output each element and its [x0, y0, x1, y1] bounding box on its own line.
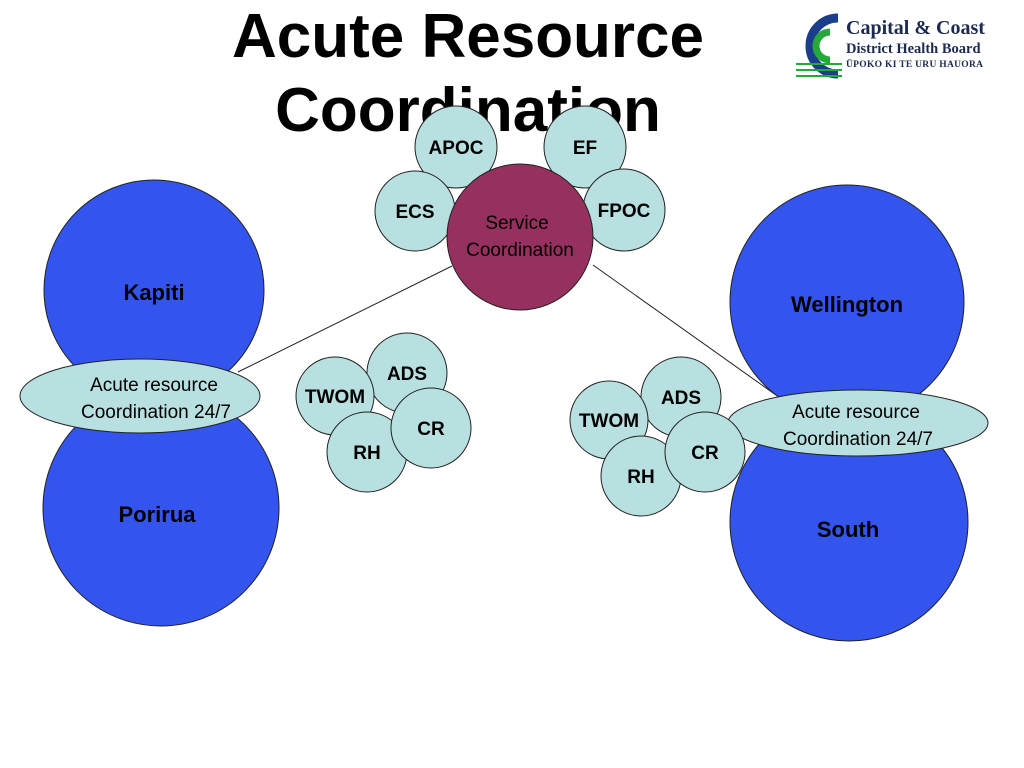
logo-line-3: ŪPOKO KI TE URU HAUORA — [846, 60, 984, 70]
cluster-left-cr: CR — [390, 387, 472, 469]
svg-text:RH: RH — [627, 467, 654, 488]
svg-text:TWOM: TWOM — [579, 411, 639, 432]
center-label-line-1: Service — [485, 213, 548, 234]
service-node-ef: EF — [543, 105, 627, 189]
region-label-porirua: Porirua — [118, 502, 196, 527]
logo-emblem-icon — [796, 13, 842, 79]
service-label-fpoc: FPOC — [598, 201, 651, 222]
service-label-apoc: APOC — [429, 138, 484, 159]
cluster-left-rh: RH — [326, 411, 408, 493]
svg-text:CR: CR — [417, 419, 445, 440]
title-line-1: Acute Resource — [231, 2, 705, 71]
cluster-left: ADS TWOM RH CR — [295, 332, 472, 493]
service-coordination-node: Service Coordination — [446, 163, 594, 311]
region-label-wellington: Wellington — [791, 292, 903, 317]
acute-right-line-2: Coordination 24/7 — [783, 429, 933, 450]
svg-text:TWOM: TWOM — [305, 387, 365, 408]
service-node-ecs: ECS — [374, 170, 456, 252]
region-wellington: Wellington — [729, 184, 965, 420]
acute-left-line-2: Coordination 24/7 — [81, 402, 231, 423]
svg-text:ADS: ADS — [387, 364, 427, 385]
connector-line-left — [237, 265, 453, 373]
logo: Capital & Coast District Health Board ŪP… — [792, 12, 1012, 82]
cluster-right: ADS TWOM RH CR — [569, 356, 746, 517]
acute-coordination-left: Acute resource Coordination 24/7 — [19, 358, 261, 434]
service-label-ecs: ECS — [395, 202, 434, 223]
svg-text:ADS: ADS — [661, 388, 701, 409]
region-label-kapiti: Kapiti — [123, 280, 184, 305]
acute-coordination-right: Acute resource Coordination 24/7 — [727, 389, 989, 457]
logo-line-2: District Health Board — [846, 41, 981, 57]
cluster-right-cr: CR — [664, 411, 746, 493]
connector-line-right — [592, 264, 791, 406]
region-south: South — [729, 402, 969, 642]
center-label-line-2: Coordination — [466, 240, 574, 261]
svg-text:CR: CR — [691, 443, 719, 464]
svg-text:RH: RH — [353, 443, 380, 464]
service-node-apoc: APOC — [414, 105, 498, 189]
region-label-south: South — [817, 517, 879, 542]
acute-right-line-1: Acute resource — [792, 402, 920, 423]
service-label-ef: EF — [573, 138, 597, 159]
service-node-fpoc: FPOC — [582, 168, 666, 252]
region-porirua: Porirua — [42, 389, 280, 627]
acute-left-line-1: Acute resource — [90, 375, 218, 396]
region-kapiti: Kapiti — [43, 179, 265, 401]
logo-line-1: Capital & Coast — [846, 17, 985, 39]
